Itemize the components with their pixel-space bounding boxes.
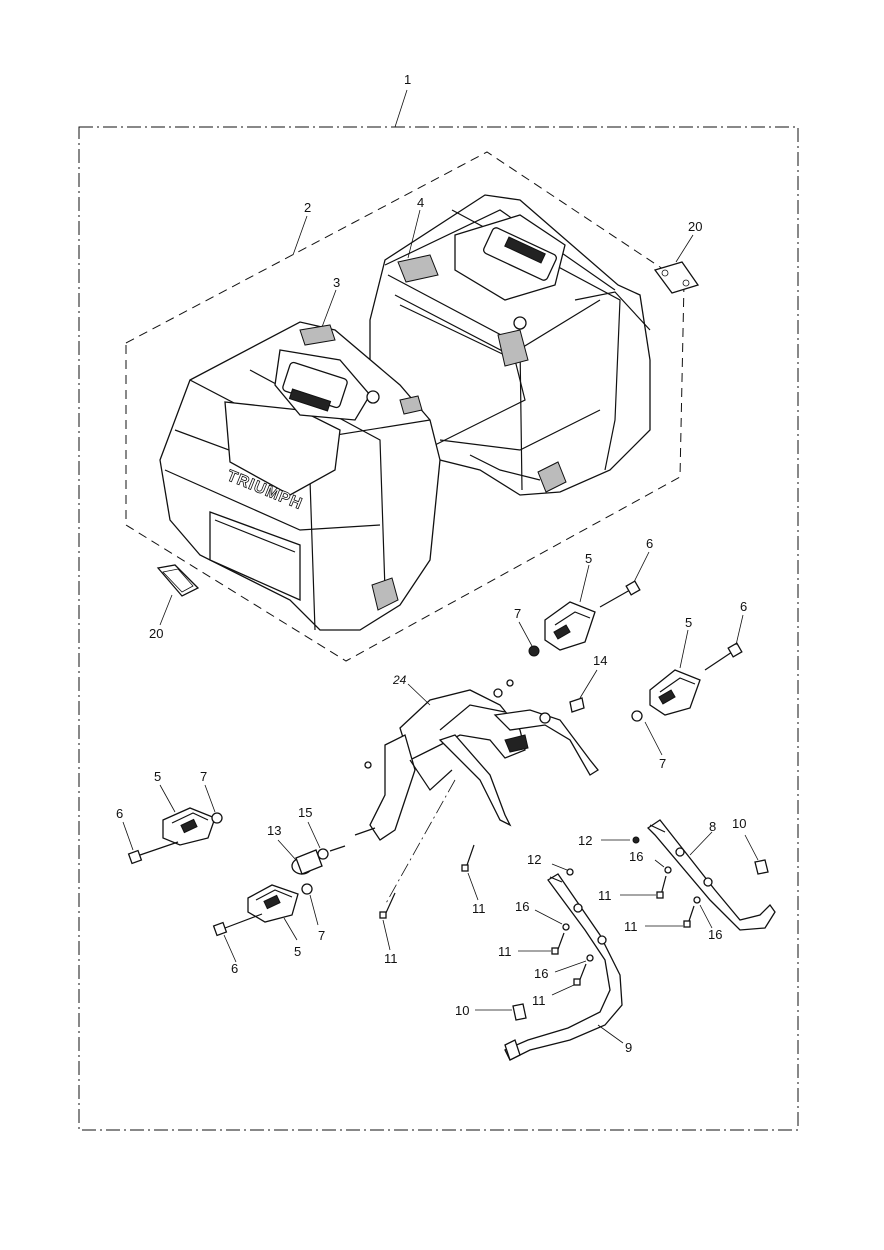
callout-12-a: 12	[578, 833, 592, 848]
leader-8	[689, 831, 713, 856]
pannier-left-latch-top	[299, 324, 336, 346]
pannier-right-handle	[483, 227, 557, 281]
pannier-right-latch-front	[497, 329, 529, 367]
mount-nut-b	[631, 710, 643, 722]
bolt-11-d	[683, 905, 695, 928]
leader-4	[407, 209, 421, 259]
carrier-bolt-side	[364, 761, 372, 769]
pannier-right-mount-clip	[537, 461, 567, 493]
callout-11-f: 11	[532, 993, 546, 1008]
mount-bracket-c	[162, 807, 216, 846]
mount-bracket-a	[544, 601, 596, 651]
bolt-11-b	[461, 844, 475, 872]
carrier-bolt-top	[506, 679, 514, 687]
callout-11-d: 11	[624, 919, 638, 934]
case-set-boundary	[125, 151, 685, 662]
end-cap-10-b	[512, 1003, 527, 1021]
callout-11-c: 11	[598, 888, 612, 903]
mount-nut-d	[301, 883, 313, 895]
pannier-right-latch-top	[397, 254, 439, 283]
pannier-left: TRIUMPH	[159, 321, 441, 631]
callout-6-c: 6	[116, 806, 123, 821]
pannier-right	[369, 194, 651, 496]
mount-bracket-b	[649, 669, 701, 716]
leader-9	[597, 1024, 624, 1044]
callout-10-a: 10	[732, 816, 746, 831]
callout-6-b: 6	[740, 599, 747, 614]
callout-15: 15	[298, 805, 312, 820]
spacer-13	[291, 849, 323, 875]
bolt-11-a	[379, 892, 396, 919]
leader-10a	[744, 834, 759, 861]
callout-11-a: 11	[384, 951, 398, 966]
callout-8: 8	[709, 819, 716, 834]
leader-3	[321, 289, 337, 328]
callout-5-a: 5	[585, 551, 592, 566]
washer-16-d	[586, 954, 594, 962]
washer-16-c	[562, 923, 570, 931]
callout-16-d: 16	[534, 966, 548, 981]
bolt-11-c	[656, 875, 667, 899]
callout-4: 4	[417, 195, 424, 210]
mount-nut-a	[528, 645, 540, 657]
callout-13: 13	[267, 823, 281, 838]
leader-20b	[159, 594, 173, 626]
nut-12-a	[632, 836, 640, 844]
side-rail-left	[504, 873, 623, 1061]
mount-bolt-c	[127, 841, 179, 865]
callout-2: 2	[304, 200, 311, 215]
callout-10-b: 10	[455, 1003, 469, 1018]
callout-6-a: 6	[646, 536, 653, 551]
callout-16-a: 16	[629, 849, 643, 864]
washer-16-a	[664, 866, 672, 874]
callout-11-e: 11	[498, 944, 512, 959]
pannier-left-mount-clip	[371, 577, 399, 611]
mount-bracket-d	[247, 884, 299, 923]
callout-24: 24	[392, 673, 407, 687]
side-rail-right	[646, 819, 776, 931]
leader-2	[292, 215, 308, 256]
leader-20a	[675, 234, 694, 263]
callout-5-c: 5	[154, 769, 161, 784]
callout-20-right: 20	[688, 219, 702, 234]
reflector-left	[156, 564, 200, 597]
callout-16-c: 16	[515, 899, 529, 914]
callout-7-a: 7	[514, 606, 521, 621]
callout-7-c: 7	[200, 769, 207, 784]
callout-16-b: 16	[708, 927, 722, 942]
nut-12-b	[566, 868, 574, 876]
callout-14: 14	[593, 653, 607, 668]
reflector-right	[653, 261, 700, 294]
callout-1: 1	[404, 72, 411, 87]
callout-6-d: 6	[231, 961, 238, 976]
callout-5-b: 5	[685, 615, 692, 630]
bolt-11-e	[551, 932, 565, 955]
callout-5-d: 5	[294, 944, 301, 959]
nut-15	[317, 845, 346, 860]
leader-24	[407, 683, 431, 706]
end-cap-10-a	[754, 859, 769, 875]
grommet-14	[569, 697, 585, 713]
callout-12-b: 12	[527, 852, 541, 867]
callout-9: 9	[625, 1040, 632, 1055]
bolt-11-f	[573, 963, 587, 986]
callout-7-d: 7	[318, 928, 325, 943]
callout-11-b: 11	[472, 901, 486, 916]
mount-nut-c	[211, 812, 223, 824]
mount-bolt-d	[212, 913, 263, 937]
washer-16-b	[693, 896, 701, 904]
mount-bolt-b	[704, 642, 743, 671]
callout-3: 3	[333, 275, 340, 290]
rear-carrier-frame	[354, 688, 599, 841]
pannier-left-side-latch	[399, 395, 423, 415]
callout-20-left: 20	[149, 626, 163, 641]
mount-bolt-a	[599, 580, 641, 608]
leader-14	[579, 669, 598, 699]
callout-7-b: 7	[659, 756, 666, 771]
leader-1	[394, 89, 408, 128]
